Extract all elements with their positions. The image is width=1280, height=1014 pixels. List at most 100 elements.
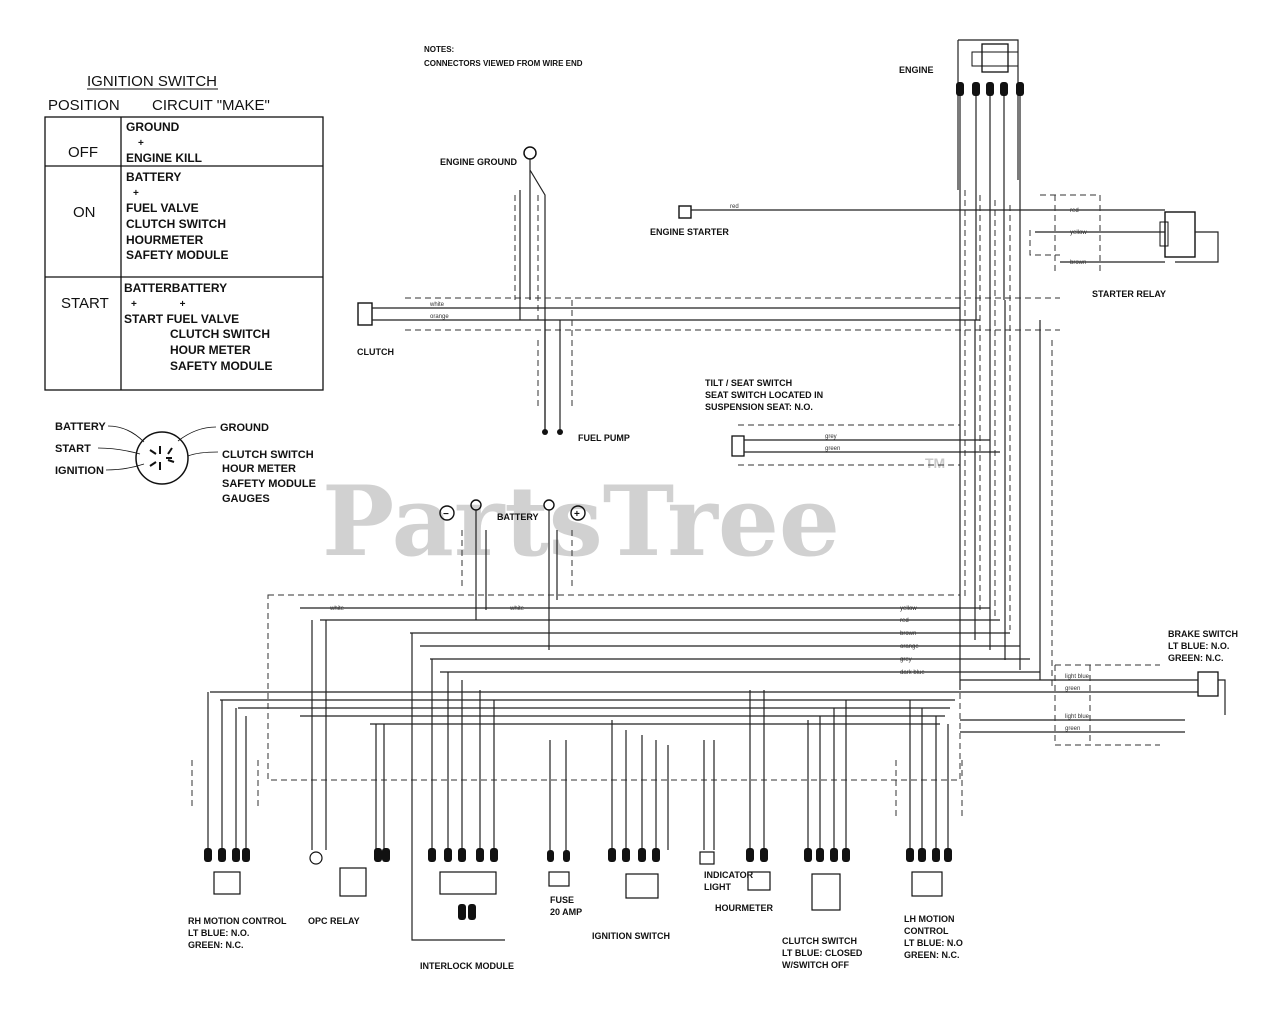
brake-switch-label: GREEN: N.C.	[1168, 653, 1224, 663]
svg-text:yellow: yellow	[1070, 230, 1087, 236]
rh-motion-label: LT BLUE: N.O.	[188, 928, 249, 938]
svg-text:brown: brown	[1070, 260, 1086, 266]
indicator-label: LIGHT	[704, 882, 731, 892]
svg-text:grey: grey	[900, 657, 912, 663]
engine: ENGINE	[899, 39, 1024, 630]
fuel-pump-label: FUEL PUMP	[578, 433, 630, 443]
brake-switch-label: LT BLUE: N.O.	[1168, 641, 1229, 651]
interlock-module-label: INTERLOCK MODULE	[420, 961, 514, 971]
notes-title: NOTES:	[424, 45, 454, 54]
svg-text:yellow: yellow	[900, 606, 917, 612]
rh-motion-label: GREEN: N.C.	[188, 940, 244, 950]
starter-relay: STARTER RELAY red yellow brown	[1029, 194, 1219, 299]
watermark: PartsTree	[322, 465, 840, 578]
tilt-seat-label: SUSPENSION SEAT: N.O.	[705, 402, 813, 412]
switch-label: CLUTCH SWITCH	[222, 449, 314, 461]
notes-text: CONNECTORS VIEWED FROM WIRE END	[424, 59, 583, 68]
row-on-line: +	[133, 188, 139, 199]
clutch: CLUTCH white orange	[357, 297, 1060, 357]
table-title: IGNITION SWITCH	[87, 73, 217, 90]
table-col-circuit: CIRCUIT "MAKE"	[152, 97, 270, 114]
tilt-seat-label: TILT / SEAT SWITCH	[705, 378, 792, 388]
clutch-switch-label: CLUTCH SWITCH	[782, 936, 857, 946]
battery-negative: −	[443, 509, 449, 520]
engine-label: ENGINE	[899, 65, 934, 75]
engine-starter-label: ENGINE STARTER	[650, 227, 729, 237]
row-on-line: FUEL VALVE	[126, 201, 199, 215]
svg-text:grey: grey	[825, 434, 837, 440]
switch-label: BATTERY	[55, 421, 106, 433]
svg-text:red: red	[730, 204, 739, 210]
table-col-position: POSITION	[48, 97, 120, 114]
rh-motion-label: RH MOTION CONTROL	[188, 916, 287, 926]
starter-relay-label: STARTER RELAY	[1092, 289, 1166, 299]
brake-switch: BRAKE SWITCH LT BLUE: N.O. GREEN: N.C. l…	[960, 629, 1238, 746]
row-start-position: START	[61, 295, 109, 312]
engine-starter: ENGINE STARTER red	[650, 204, 1060, 237]
svg-text:orange: orange	[430, 314, 449, 320]
ignition-switch-face: BATTERY START IGNITION GROUND CLUTCH SWI…	[55, 421, 316, 505]
svg-text:white: white	[509, 606, 525, 612]
opc-relay-label: OPC RELAY	[308, 916, 360, 926]
svg-text:brown: brown	[900, 631, 916, 637]
tilt-seat-switch: TILT / SEAT SWITCH SEAT SWITCH LOCATED I…	[705, 378, 1000, 466]
fuse-label: FUSE	[550, 895, 574, 905]
svg-text:dark blue: dark blue	[900, 670, 925, 676]
row-start-line: HOUR METER	[170, 343, 251, 357]
row-on-position: ON	[73, 204, 96, 221]
ignition-switch-table: IGNITION SWITCH POSITION CIRCUIT "MAKE" …	[44, 73, 324, 391]
bottom-connectors	[191, 620, 963, 941]
battery-label: BATTERY	[497, 512, 539, 522]
row-off-line: ENGINE KILL	[126, 151, 202, 165]
main-harness: yellow red brown orange grey dark blue w…	[210, 300, 1053, 781]
hourmeter-label: HOURMETER	[715, 903, 773, 913]
switch-label: START	[55, 443, 91, 455]
row-start-line: + +	[131, 299, 186, 310]
switch-label: IGNITION	[55, 465, 104, 477]
row-start-line: BATTERBATTERY	[124, 281, 227, 295]
row-off-position: OFF	[68, 144, 98, 161]
clutch-switch-label: LT BLUE: CLOSED	[782, 948, 863, 958]
row-on-line: HOURMETER	[126, 233, 204, 247]
row-on-line: BATTERY	[126, 170, 181, 184]
lh-motion-label: LH MOTION	[904, 914, 955, 924]
lh-motion-label: LT BLUE: N.O	[904, 938, 963, 948]
row-on-line: SAFETY MODULE	[126, 248, 228, 262]
svg-text:white: white	[329, 606, 345, 612]
svg-text:green: green	[1065, 726, 1080, 732]
switch-label: HOUR METER	[222, 463, 296, 475]
svg-text:green: green	[825, 446, 840, 452]
clutch-switch-label: W/SWITCH OFF	[782, 960, 849, 970]
row-start-line: CLUTCH SWITCH	[170, 327, 270, 341]
ignition-switch-label: IGNITION SWITCH	[592, 931, 670, 941]
svg-text:orange: orange	[900, 644, 919, 650]
svg-text:white: white	[429, 302, 445, 308]
watermark-tm: TM	[925, 455, 945, 471]
svg-text:light blue: light blue	[1065, 674, 1090, 680]
engine-ground-label: ENGINE GROUND	[440, 157, 518, 167]
tilt-seat-label: SEAT SWITCH LOCATED IN	[705, 390, 823, 400]
row-on-line: CLUTCH SWITCH	[126, 217, 226, 231]
svg-text:green: green	[1065, 686, 1080, 692]
svg-text:red: red	[1070, 208, 1079, 214]
switch-label: GROUND	[220, 422, 269, 434]
switch-label: SAFETY MODULE	[222, 478, 316, 490]
engine-ground: ENGINE GROUND	[440, 146, 546, 430]
battery-positive: +	[574, 509, 580, 520]
svg-text:light blue: light blue	[1065, 714, 1090, 720]
lh-motion-label: CONTROL	[904, 926, 949, 936]
svg-text:red: red	[900, 618, 909, 624]
fuse-label: 20 AMP	[550, 907, 582, 917]
row-start-line: SAFETY MODULE	[170, 359, 272, 373]
brake-switch-label: BRAKE SWITCH	[1168, 629, 1238, 639]
row-off-line: +	[138, 138, 144, 149]
row-start-line: START FUEL VALVE	[124, 312, 239, 326]
row-off-line: GROUND	[126, 120, 180, 134]
battery: BATTERY − +	[439, 499, 586, 650]
switch-label: GAUGES	[222, 493, 270, 505]
clutch-label: CLUTCH	[357, 347, 394, 357]
lh-motion-label: GREEN: N.C.	[904, 950, 960, 960]
fuel-pump: FUEL PUMP	[537, 300, 630, 443]
